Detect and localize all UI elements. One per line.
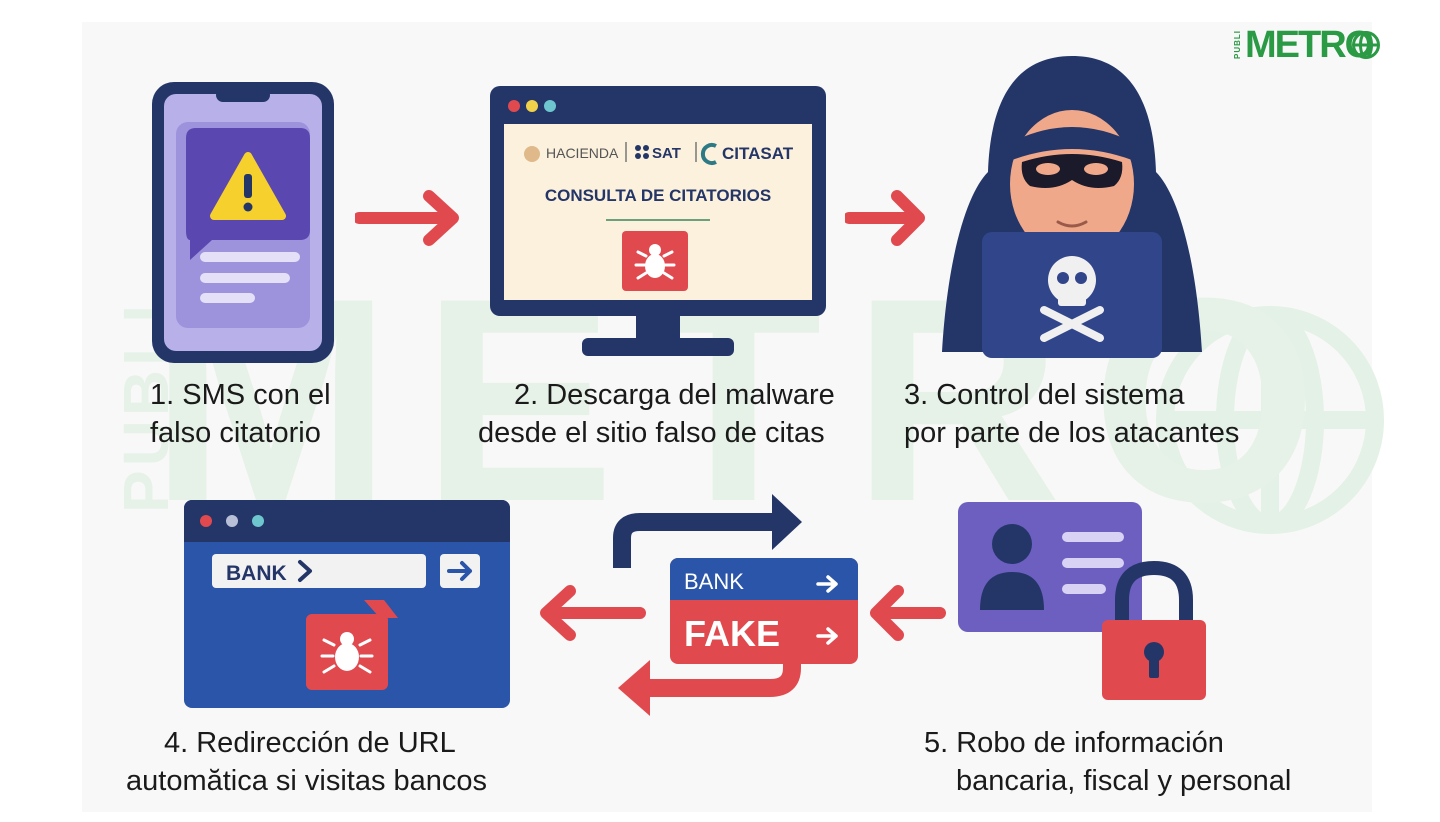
step-1-line-2: falso citatorio [150,417,321,449]
arrow-fake-to-4 [540,585,646,641]
browser-illustration: BANK [184,500,510,708]
browser-bank-label: BANK [226,562,287,585]
citasat-logo-text: CITASAT [722,144,794,163]
step-4-line-1: 4. Redirección de URL [164,727,456,759]
id-card-lock-illustration [958,502,1206,700]
step-2-caption: 2. Descarga del malware desde el sitio f… [478,376,835,452]
arrow-5-to-fake [870,585,946,641]
monitor-illustration: HACIENDA SAT CITASAT CONSULTA DE CITATOR… [490,86,826,356]
step-3-caption: 3. Control del sistema por parte de los … [904,376,1239,452]
step-5-line-1: 5. Robo de información [924,727,1224,759]
step-4-caption: 4. Redirección de URL automătica si visi… [126,724,487,800]
metro-logo: PUBLI METRO [1233,24,1383,66]
fake-card-fake-text: FAKE [684,613,780,654]
arrow-2-to-3 [845,190,925,246]
redirect-cycle-arrows [613,494,802,716]
step-2-line-2: desde el sitio falso de citas [478,417,825,449]
step-5-caption: 5. Robo de información bancaria, fiscal … [924,724,1291,800]
step-1-caption: 1. SMS con el falso citatorio [150,376,331,452]
globe-icon [1352,31,1380,59]
step-1-line-1: 1. SMS con el [150,379,331,411]
arrow-1-to-2 [355,190,459,246]
step-5-line-2: bancaria, fiscal y personal [956,765,1292,797]
consulta-heading: CONSULTA DE CITATORIOS [545,186,771,205]
fake-card-bank-text: BANK [684,569,744,594]
step-3-line-2: por parte de los atacantes [904,417,1240,449]
hacienda-logo-text: HACIENDA [546,145,619,161]
phone-illustration [152,82,334,363]
fake-bank-card: BANK FAKE [670,558,858,664]
watermark-globe-icon [1156,306,1384,534]
step-3-line-1: 3. Control del sistema [904,379,1185,411]
hacker-illustration [942,56,1202,358]
step-4-line-2: automătica si visitas bancos [126,765,488,797]
logo-publi-text: PUBLI [1233,30,1242,59]
step-2-line-1: 2. Descarga del malware [514,379,835,411]
sat-logo-text: SAT [652,145,681,162]
